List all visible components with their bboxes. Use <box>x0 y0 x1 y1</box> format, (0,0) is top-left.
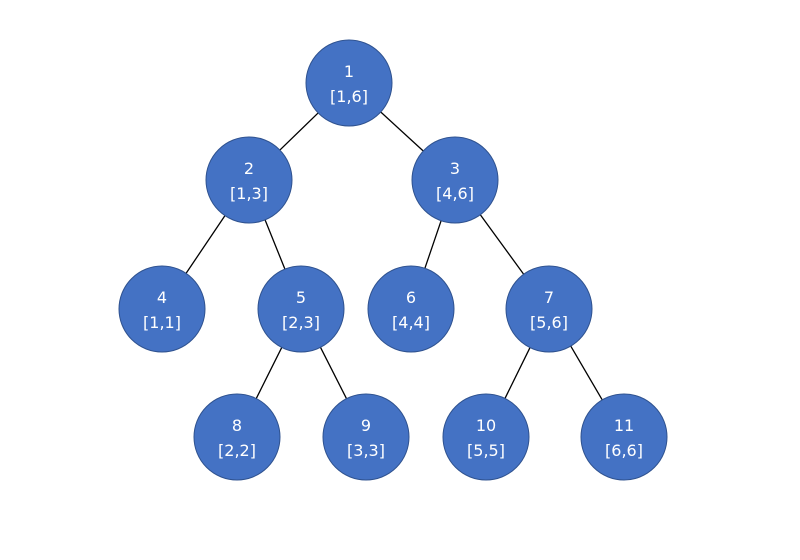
edge-3-7 <box>479 214 525 275</box>
edge-1-3 <box>380 111 424 152</box>
node-range-label: [1,6] <box>330 87 368 106</box>
node-circle <box>193 393 281 481</box>
node-range-label: [4,4] <box>392 313 430 332</box>
tree-node-6: 6 [4,4] <box>367 265 455 353</box>
node-circle <box>442 393 530 481</box>
node-circle <box>118 265 206 353</box>
node-index-label: 10 <box>476 416 496 435</box>
node-index-label: 11 <box>614 416 634 435</box>
node-index-label: 5 <box>296 288 306 307</box>
node-range-label: [2,3] <box>282 313 320 332</box>
edge-5-8 <box>255 347 283 399</box>
node-index-label: 9 <box>361 416 371 435</box>
node-index-label: 6 <box>406 288 416 307</box>
node-circle <box>367 265 455 353</box>
node-index-label: 2 <box>244 159 254 178</box>
node-index-label: 3 <box>450 159 460 178</box>
tree-node-5: 5 [2,3] <box>257 265 345 353</box>
tree-node-1: 1 [1,6] <box>305 39 393 127</box>
node-index-label: 8 <box>232 416 242 435</box>
edge-7-11 <box>570 345 603 401</box>
tree-edges <box>185 111 603 401</box>
node-range-label: [5,5] <box>467 441 505 460</box>
tree-node-7: 7 [5,6] <box>505 265 593 353</box>
node-index-label: 1 <box>344 62 354 81</box>
node-range-label: [5,6] <box>530 313 568 332</box>
edge-2-5 <box>264 219 286 270</box>
tree-node-4: 4 [1,1] <box>118 265 206 353</box>
edge-7-10 <box>504 347 531 399</box>
tree-node-8: 8 [2,2] <box>193 393 281 481</box>
node-range-label: [1,1] <box>143 313 181 332</box>
node-circle <box>580 393 668 481</box>
tree-node-11: 11 [6,6] <box>580 393 668 481</box>
node-range-label: [6,6] <box>605 441 643 460</box>
edge-3-6 <box>424 220 442 269</box>
node-circle <box>305 39 393 127</box>
node-range-label: [1,3] <box>230 184 268 203</box>
tree-node-2: 2 [1,3] <box>205 136 293 224</box>
node-circle <box>411 136 499 224</box>
tree-node-9: 9 [3,3] <box>322 393 410 481</box>
node-index-label: 7 <box>544 288 554 307</box>
edge-2-4 <box>185 215 226 274</box>
node-circle <box>322 393 410 481</box>
tree-node-10: 10 [5,5] <box>442 393 530 481</box>
node-circle <box>257 265 345 353</box>
edge-5-9 <box>319 347 348 399</box>
node-range-label: [2,2] <box>218 441 256 460</box>
node-index-label: 4 <box>157 288 167 307</box>
edge-1-2 <box>279 112 319 151</box>
node-circle <box>205 136 293 224</box>
tree-nodes: 1 [1,6] 2 [1,3] 3 [4,6] 4 [1,1] 5 [2,3] 6 [4,4] 7 [5,… <box>118 39 668 481</box>
node-range-label: [3,3] <box>347 441 385 460</box>
tree-node-3: 3 [4,6] <box>411 136 499 224</box>
node-circle <box>505 265 593 353</box>
node-range-label: [4,6] <box>436 184 474 203</box>
